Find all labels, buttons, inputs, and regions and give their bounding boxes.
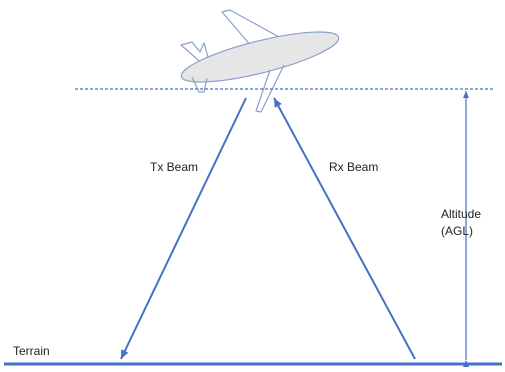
aircraft-stabilizer <box>191 76 208 93</box>
aircraft-icon <box>180 9 340 113</box>
altitude-label-line1: Altitude <box>441 207 482 221</box>
altitude-label: Altitude (AGL) <box>441 206 481 240</box>
tx-beam-label: Tx Beam <box>150 160 199 174</box>
altitude-label-line2: (AGL) <box>441 224 474 238</box>
terrain-label: Terrain <box>13 344 50 358</box>
aircraft-fuselage <box>180 31 340 83</box>
rx-beam-label: Rx Beam <box>329 160 379 174</box>
tx-beam-arrow <box>120 97 247 360</box>
rx-beam-arrow <box>273 97 416 360</box>
aircraft-upper-wing <box>221 9 291 48</box>
aircraft-tail <box>180 41 209 67</box>
